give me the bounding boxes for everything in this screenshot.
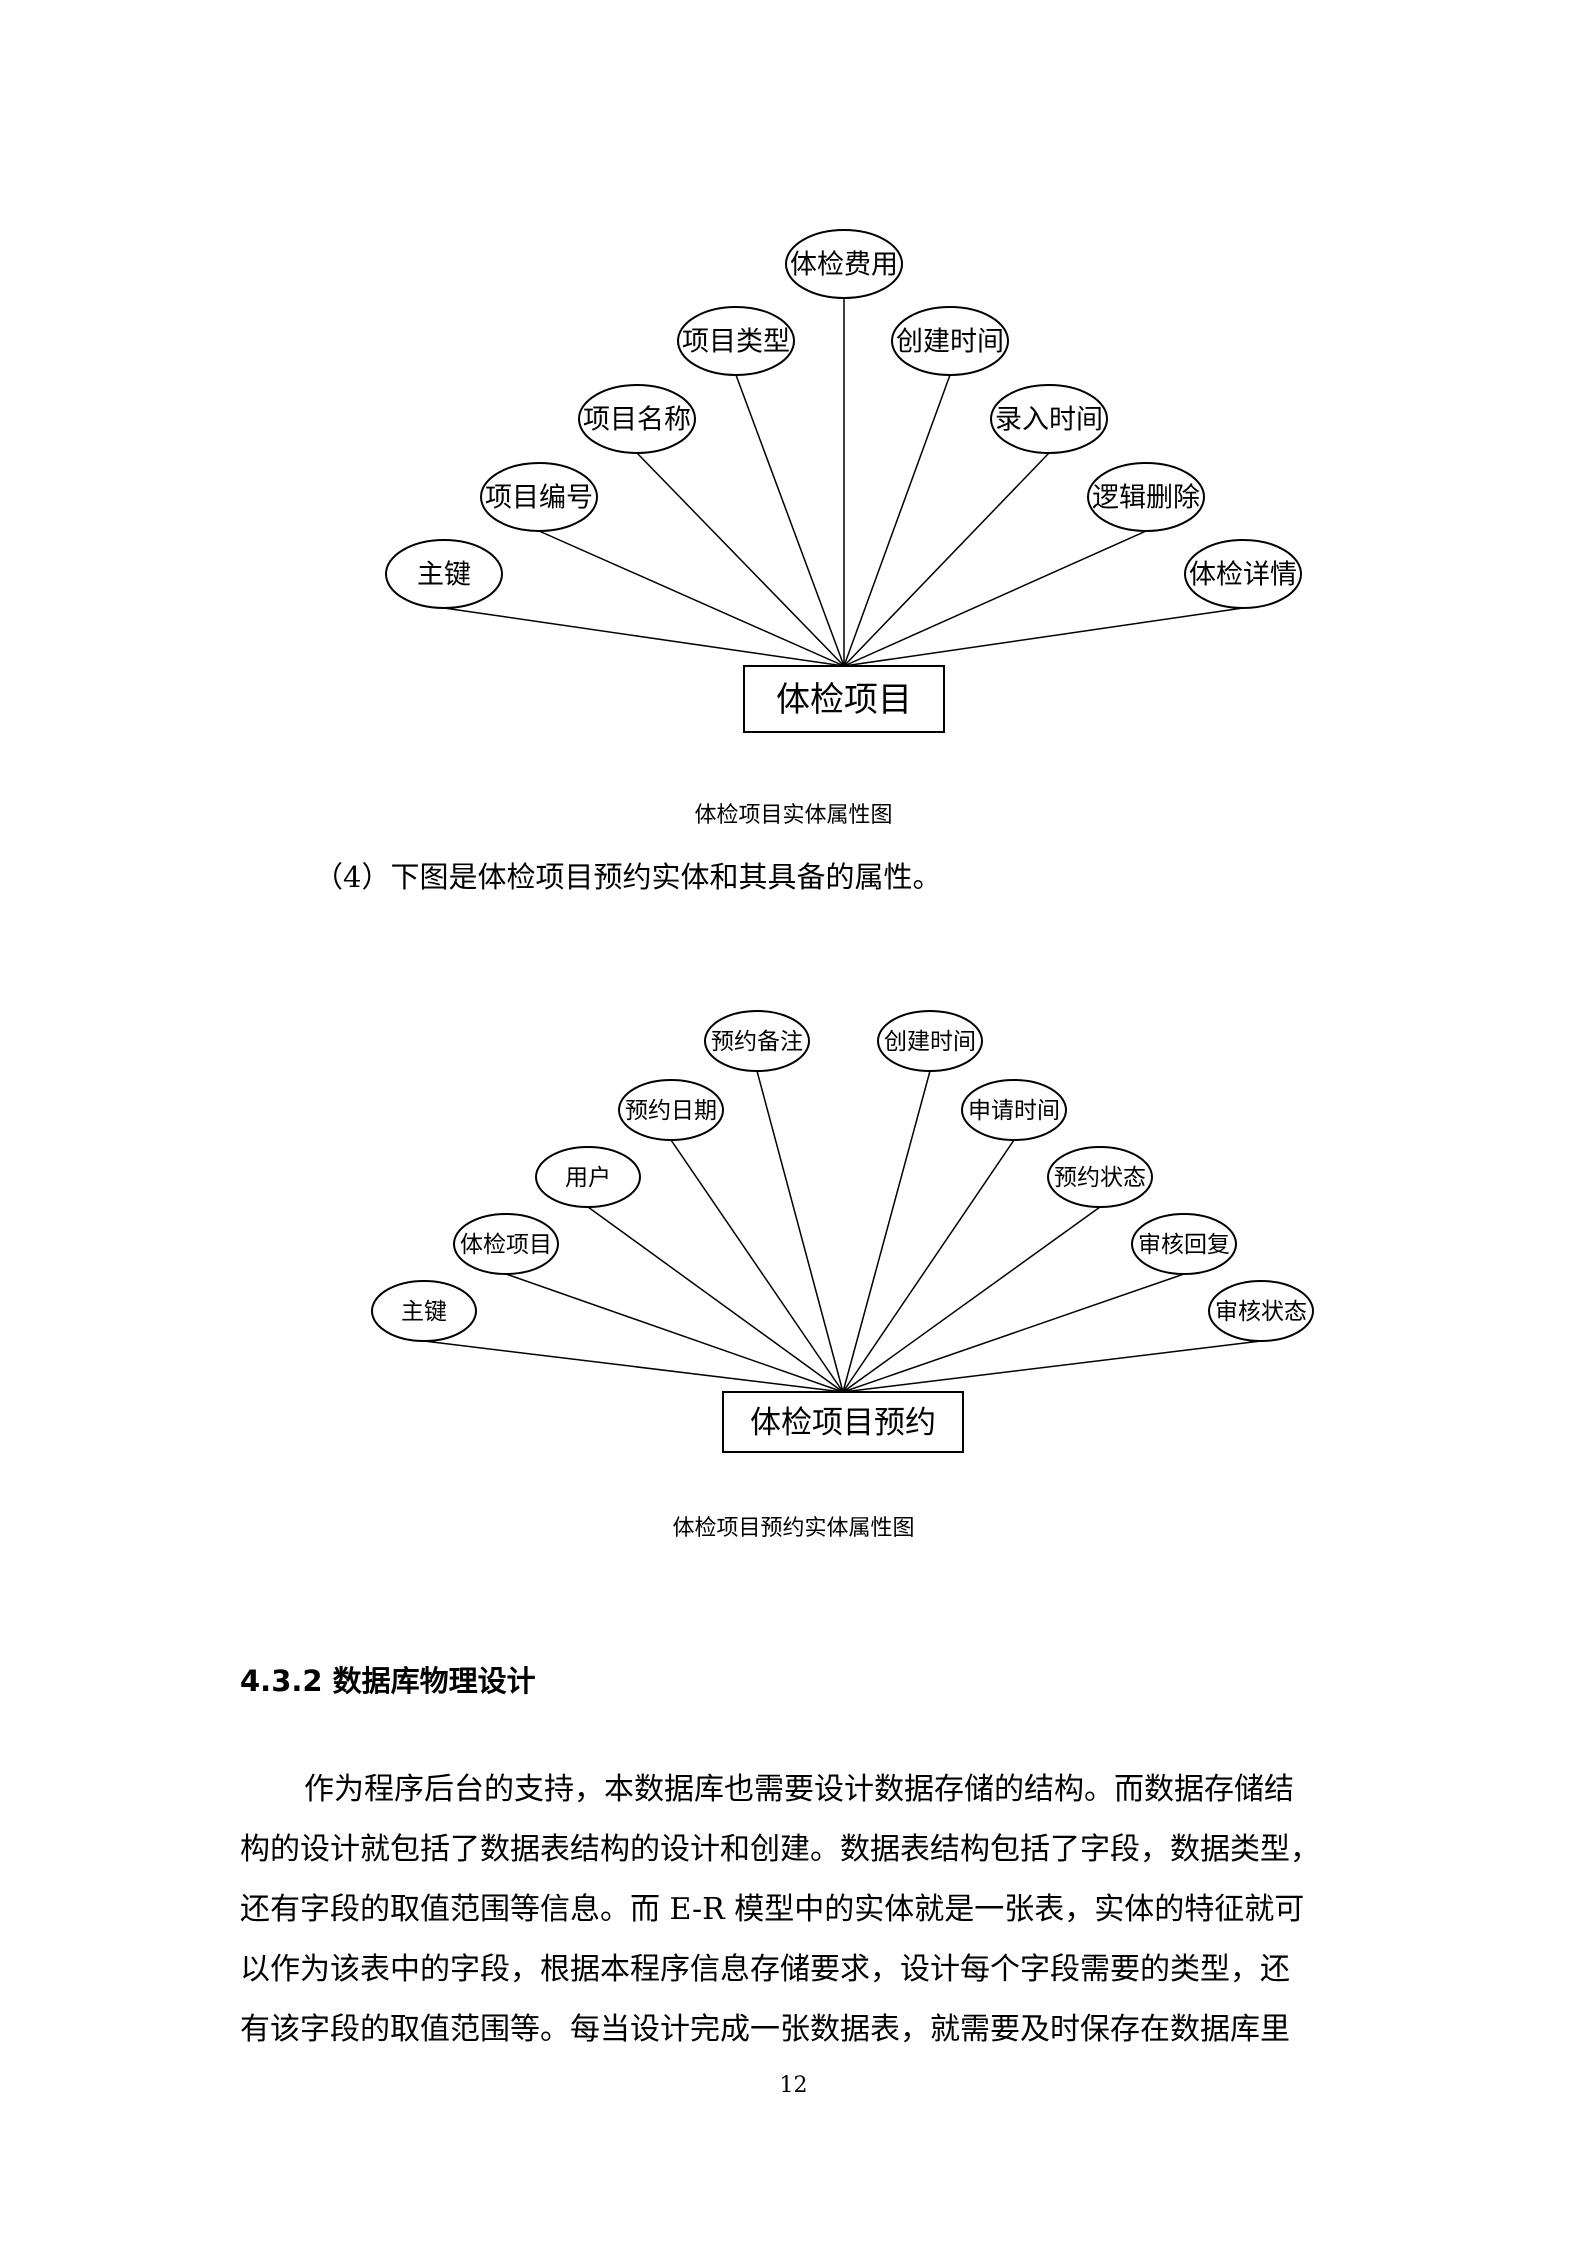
- attribute-ellipse: [535, 1146, 641, 1208]
- attribute-label: 预约状态: [1054, 1165, 1146, 1191]
- connector-line: [670, 1139, 844, 1393]
- connector-line: [735, 374, 845, 667]
- attribute-label: 体检详情: [1189, 559, 1297, 590]
- attribute-label: 项目类型: [682, 326, 790, 357]
- connector-line: [423, 1340, 844, 1393]
- attribute-label: 审核回复: [1138, 1232, 1230, 1258]
- intro-text: （4）下图是体检项目预约实体和其具备的属性。: [314, 860, 942, 894]
- entity-label: 体检项目预约: [750, 1405, 936, 1441]
- connector-line: [842, 1206, 1101, 1393]
- connector-line: [505, 1273, 844, 1393]
- connector-line: [587, 1206, 844, 1393]
- attribute-label: 逻辑删除: [1092, 482, 1200, 513]
- attribute-ellipse: [1208, 1280, 1314, 1342]
- connector-line: [842, 1070, 931, 1393]
- attribute-ellipse: [578, 384, 696, 454]
- attribute-ellipse: [1047, 1146, 1153, 1208]
- entity-box: [722, 1391, 964, 1453]
- attribute-label: 主键: [401, 1299, 447, 1325]
- paragraph-line: 作为程序后台的支持，本数据库也需要设计数据存储的结构。而数据存储结: [304, 1772, 1294, 1807]
- attribute-ellipse: [877, 1010, 983, 1072]
- attribute-ellipse: [891, 306, 1009, 376]
- paragraph-line: 还有字段的取值范围等信息。而 E-R 模型中的实体就是一张表，实体的特征就可: [240, 1892, 1305, 1927]
- section-heading: 4.3.2 数据库物理设计: [240, 1664, 536, 1698]
- attribute-ellipse: [618, 1079, 724, 1141]
- connector-line: [538, 530, 845, 667]
- attribute-label: 体检费用: [790, 249, 898, 280]
- connector-line: [842, 1139, 1015, 1393]
- entity-label: 体检项目: [776, 680, 912, 720]
- attribute-ellipse: [385, 539, 503, 609]
- attribute-label: 创建时间: [884, 1029, 976, 1055]
- page-number: 12: [779, 2073, 808, 2098]
- attribute-label: 预约备注: [711, 1029, 803, 1055]
- attribute-ellipse: [677, 306, 795, 376]
- attribute-label: 主键: [417, 559, 471, 590]
- attribute-label: 体检项目: [460, 1232, 552, 1258]
- paragraph-line: 构的设计就包括了数据表结构的设计和创建。数据表结构包括了字段，数据类型，: [240, 1832, 1320, 1867]
- attribute-ellipse: [704, 1010, 810, 1072]
- attribute-label: 项目名称: [583, 404, 691, 435]
- attribute-ellipse: [371, 1280, 477, 1342]
- attribute-label: 项目编号: [485, 482, 593, 513]
- attribute-label: 申请时间: [968, 1098, 1060, 1124]
- attribute-ellipse: [1131, 1213, 1237, 1275]
- attribute-label: 录入时间: [995, 404, 1103, 435]
- attribute-ellipse: [1184, 539, 1302, 609]
- attribute-label: 用户: [565, 1165, 611, 1191]
- paragraph-line: 有该字段的取值范围等。每当设计完成一张数据表，就需要及时保存在数据库里: [240, 2012, 1290, 2047]
- attribute-ellipse: [961, 1079, 1067, 1141]
- connector-line: [756, 1070, 844, 1393]
- connector-line: [636, 452, 845, 667]
- paragraph-line: 以作为该表中的字段，根据本程序信息存储要求，设计每个字段需要的类型，还: [240, 1952, 1290, 1987]
- connector-line: [842, 1273, 1185, 1393]
- figure-caption-2: 体检项目预约实体属性图: [672, 1516, 915, 1541]
- attribute-label: 审核状态: [1215, 1299, 1307, 1325]
- connector-line: [843, 374, 951, 667]
- entity-box: [743, 665, 945, 733]
- attribute-ellipse: [785, 229, 903, 299]
- connector-line: [843, 607, 1244, 667]
- attribute-ellipse: [990, 384, 1108, 454]
- connector-line: [842, 1340, 1262, 1393]
- attribute-ellipse: [480, 462, 598, 532]
- connector-line: [843, 452, 1050, 667]
- attribute-label: 创建时间: [896, 326, 1004, 357]
- attribute-ellipse: [453, 1213, 559, 1275]
- figure-caption-1: 体检项目实体属性图: [694, 803, 893, 828]
- connector-line: [843, 530, 1147, 667]
- attribute-ellipse: [1087, 462, 1205, 532]
- attribute-label: 预约日期: [625, 1098, 717, 1124]
- connector-line: [443, 607, 845, 667]
